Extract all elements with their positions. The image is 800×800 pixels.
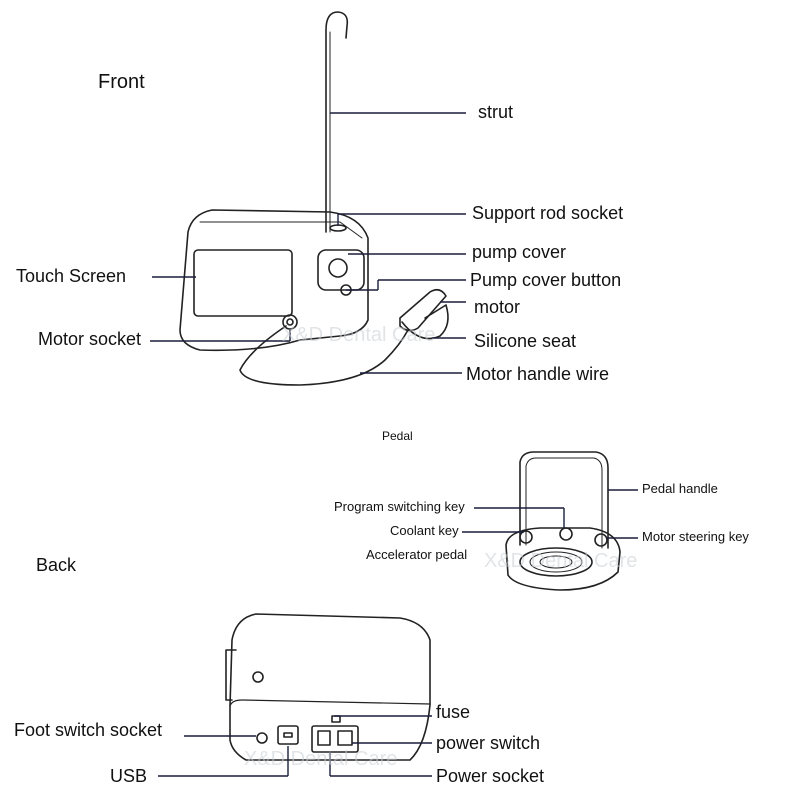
label-touch-screen: Touch Screen [16, 266, 127, 286]
front-device [179, 11, 449, 386]
silicone-seat-shape [401, 304, 449, 340]
label-pump-cover: pump cover [472, 242, 567, 262]
front-housing [179, 209, 369, 352]
label-motor-handle-wire: Motor handle wire [466, 364, 610, 384]
label-power-socket: Power socket [436, 766, 545, 786]
strut-rod [325, 11, 349, 233]
section-title-pedal: Pedal [382, 429, 413, 443]
accelerator-pedal-shape [519, 547, 593, 577]
front-housing-top [199, 221, 363, 239]
power-switch-shape [337, 730, 353, 746]
program-switching-key-shape [559, 527, 573, 541]
pump-rotor [328, 258, 348, 278]
label-motor-socket: Motor socket [38, 329, 142, 349]
section-title-front: Front [98, 71, 145, 93]
motor-shape [399, 288, 447, 332]
label-pedal-handle: Pedal handle [642, 481, 718, 496]
label-usb: USB [110, 766, 148, 786]
usb-shape [277, 725, 299, 745]
motor-socket-shape [282, 314, 298, 330]
pump-cover-shape [317, 249, 365, 291]
watermark-pedal: X&D Dental Care [484, 550, 638, 572]
foot-switch-socket-shape [256, 732, 268, 744]
label-motor-steering-key: Motor steering key [642, 529, 749, 544]
label-silicone-seat: Silicone seat [474, 331, 577, 351]
label-accelerator-pedal: Accelerator pedal [366, 547, 468, 562]
back-housing [229, 613, 431, 761]
fuse-shape [331, 715, 341, 723]
label-coolant-key: Coolant key [390, 523, 459, 538]
label-fuse: fuse [436, 702, 471, 722]
pedal-device [505, 451, 621, 591]
touch-screen [193, 249, 293, 317]
label-strut: strut [478, 102, 514, 122]
power-socket-shape [311, 725, 359, 753]
motor-handle-wire-shape [239, 325, 409, 386]
back-device [225, 613, 431, 761]
watermark-back: X&D Dental Care [244, 748, 398, 770]
pedal-handle-shape [519, 451, 609, 549]
pedal-base-shape [505, 527, 621, 591]
motor-steering-key-shape [594, 533, 608, 547]
watermark-front: X&D Dental Care [282, 324, 436, 346]
label-power-switch: power switch [436, 733, 541, 753]
coolant-key-shape [519, 530, 533, 544]
label-foot-switch-socket: Foot switch socket [14, 720, 163, 740]
label-pump-cover-button: Pump cover button [470, 270, 622, 290]
label-motor: motor [474, 297, 521, 317]
label-support-rod-socket: Support rod socket [472, 203, 624, 223]
label-program-switching-key: Program switching key [334, 499, 465, 514]
section-title-back: Back [36, 555, 77, 575]
